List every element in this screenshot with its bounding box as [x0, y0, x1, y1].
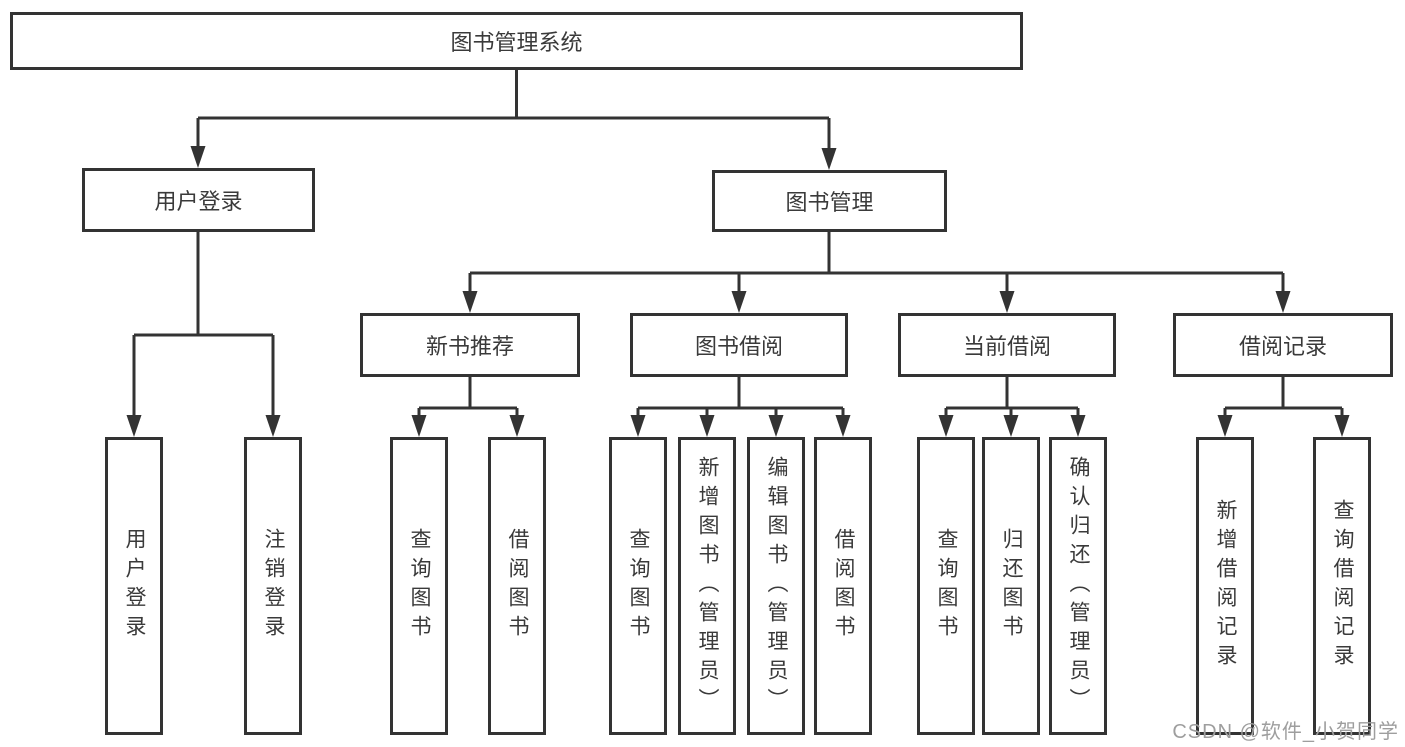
csdn-watermark: CSDN @软件_小贺同学 [1172, 721, 1399, 743]
leaf-borrow-books: 借阅图书 [814, 437, 872, 735]
leaf-return-book: 归还图书 [982, 437, 1040, 735]
leaf-query-books-borrow: 查询图书 [609, 437, 667, 735]
arrowheads [126, 146, 1350, 437]
node-borrow-records: 借阅记录 [1173, 313, 1393, 377]
node-book-borrow: 图书借阅 [630, 313, 848, 377]
node-root-system: 图书管理系统 [10, 12, 1023, 70]
leaf-user-login: 用户登录 [105, 437, 163, 735]
leaf-query-books-current: 查询图书 [917, 437, 975, 735]
leaf-query-borrow-record: 查询借阅记录 [1313, 437, 1371, 735]
leaf-add-book-admin: 新增图书（管理员） [678, 437, 736, 735]
leaf-borrow-books-recommend: 借阅图书 [488, 437, 546, 735]
leaf-edit-book-admin: 编辑图书（管理员） [747, 437, 805, 735]
node-user-login: 用户登录 [82, 168, 315, 232]
leaf-logout: 注销登录 [244, 437, 302, 735]
node-current-borrow: 当前借阅 [898, 313, 1116, 377]
node-book-management: 图书管理 [712, 170, 947, 232]
leaf-add-borrow-record: 新增借阅记录 [1196, 437, 1254, 735]
leaf-query-books-recommend: 查询图书 [390, 437, 448, 735]
leaf-confirm-return-admin: 确认归还（管理员） [1049, 437, 1107, 735]
node-new-book-recommend: 新书推荐 [360, 313, 580, 377]
